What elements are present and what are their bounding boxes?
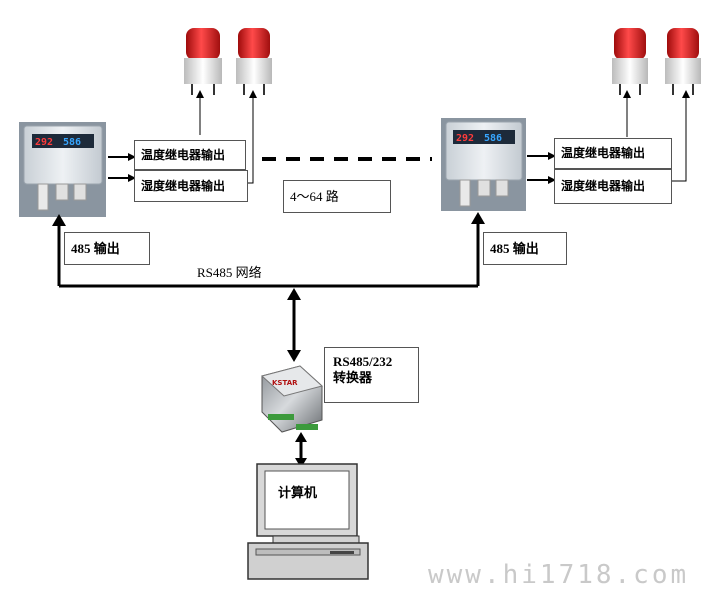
rs485-232-converter: KSTAR: [260, 365, 324, 433]
computer-label: 计算机: [278, 485, 318, 500]
right-temp-display: 292: [456, 133, 474, 144]
arrowhead-converter-computer-top: [295, 432, 307, 442]
relay-to-lamp-lines-right: [623, 90, 690, 182]
right-hum-relay-label: 湿度继电器输出: [554, 169, 672, 204]
computer: [247, 463, 369, 580]
left-hum-relay-label: 湿度继电器输出: [134, 170, 248, 202]
alarm-lamp-right-2: [665, 28, 701, 95]
converter-brand: KSTAR: [272, 379, 298, 387]
left-485-output-label: 485 输出: [64, 232, 150, 265]
left-temp-display: 292: [35, 137, 53, 148]
alarm-lamp-left-2: [236, 28, 272, 95]
right-temp-relay-label: 温度继电器输出: [554, 138, 672, 169]
arrowhead-converter-computer-bottom: [295, 458, 307, 468]
converter-label-line1: RS485/232: [333, 354, 393, 369]
relay-to-lamp-lines-left: [196, 90, 257, 184]
controller-device-right: 292 586: [441, 118, 526, 211]
right-485-output-label: 485 输出: [483, 232, 567, 265]
arrowhead-bus-converter-bottom: [287, 350, 301, 362]
converter-label: RS485/232 转换器: [324, 347, 419, 403]
network-label: RS485 网络: [197, 265, 262, 280]
channels-label: 4～64 路: [283, 180, 391, 213]
arrowhead-bus-converter-top: [287, 288, 301, 300]
controller-device-left: 292 586: [19, 122, 106, 217]
alarm-lamp-left-1: [184, 28, 222, 95]
left-temp-relay-label: 温度继电器输出: [134, 140, 246, 170]
arrowhead-left-485-top: [52, 214, 66, 226]
watermark: www.hi1718.com: [428, 560, 690, 590]
arrowhead-right-485-top: [471, 212, 485, 224]
right-hum-display: 586: [484, 133, 502, 144]
alarm-lamp-right-1: [612, 28, 648, 95]
left-hum-display: 586: [63, 137, 81, 148]
converter-label-line2: 转换器: [333, 370, 373, 385]
